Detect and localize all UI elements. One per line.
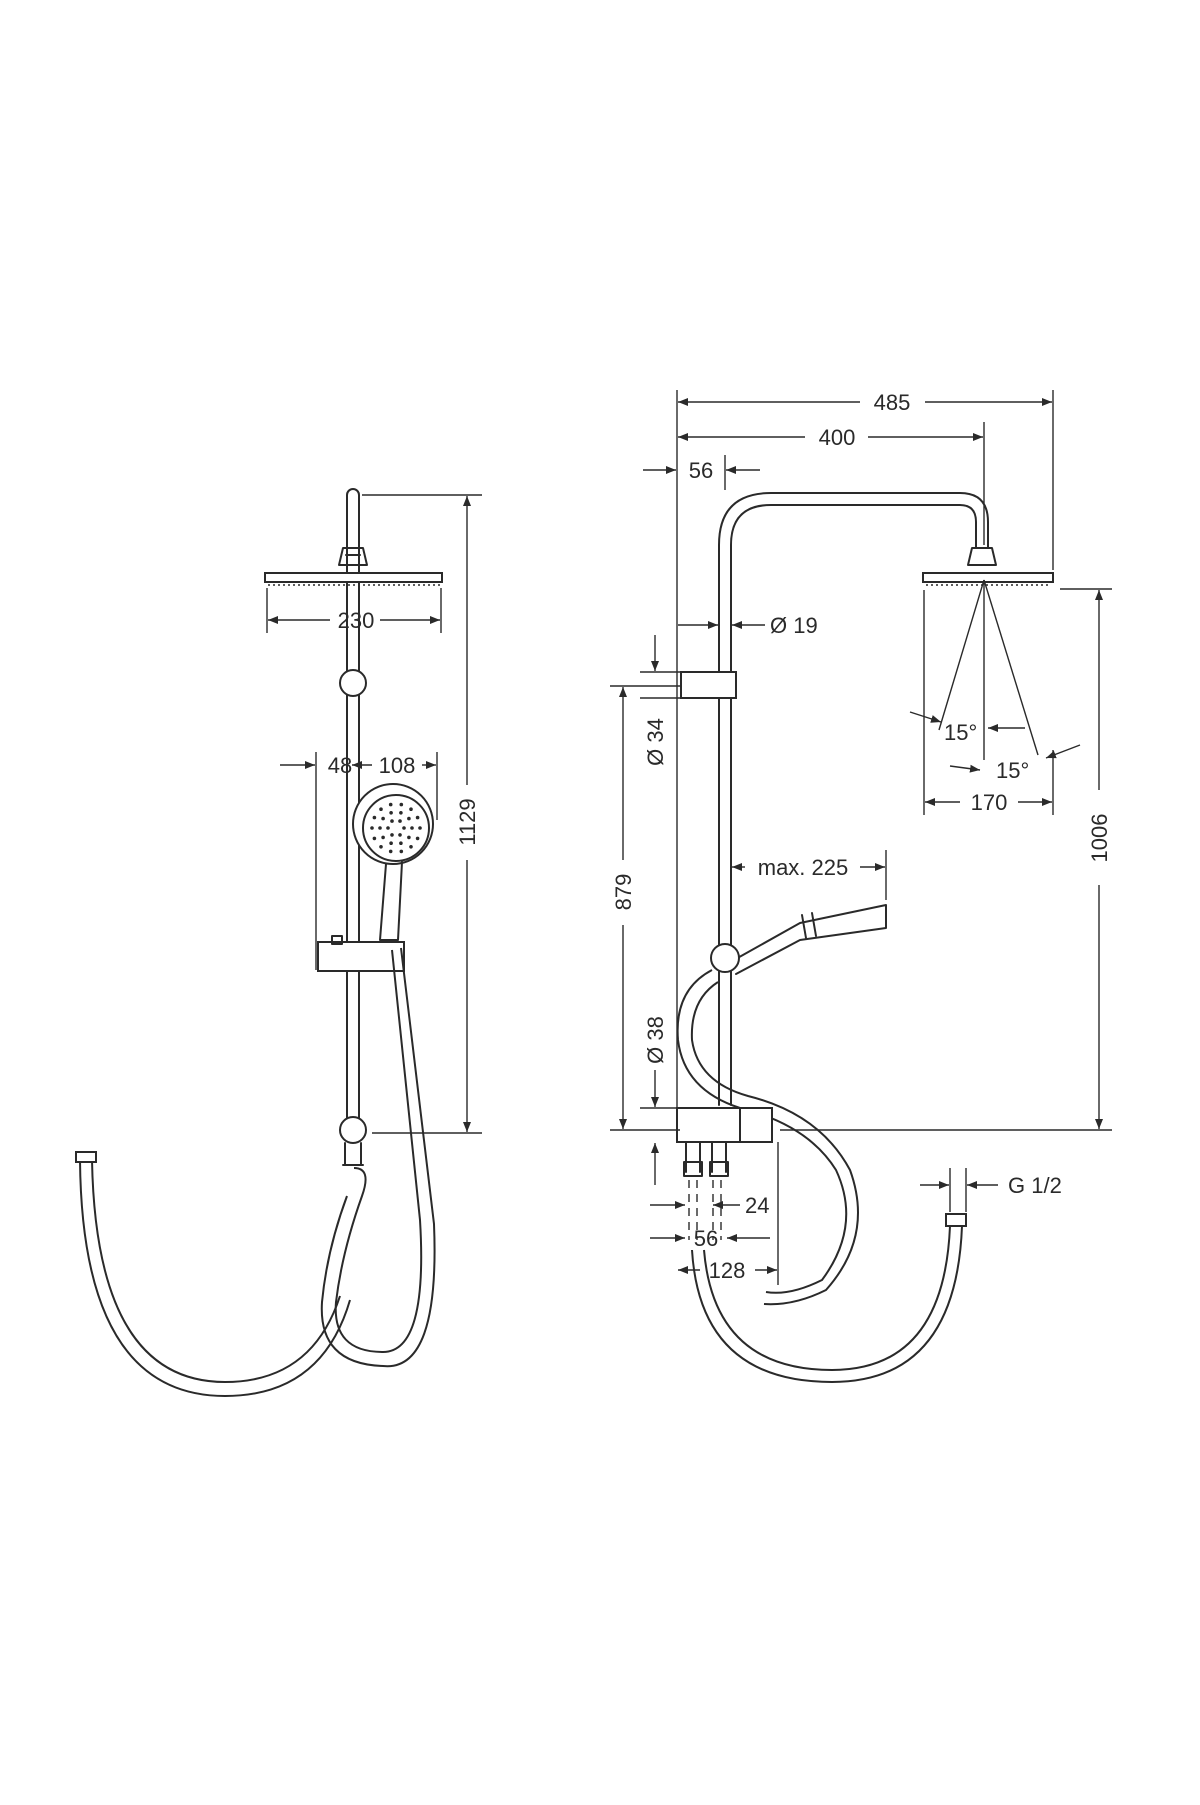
side-dim-230: 230 [338, 608, 375, 633]
front-dim-879: 879 [611, 874, 636, 911]
front-dim-56-top: 56 [689, 458, 713, 483]
nozzle-dot [418, 826, 422, 830]
front-dim-diameter-19: Ø 19 [770, 613, 818, 638]
nozzle-dot [379, 807, 383, 811]
side-view: 230 48 108 1129 [75, 488, 482, 1398]
nozzle-dot [415, 836, 420, 841]
nozzle-dot [409, 845, 413, 849]
nozzle-dot [407, 835, 411, 840]
nozzle-dot [398, 833, 402, 837]
nozzle-dot [370, 826, 374, 830]
nozzle-dot [399, 841, 403, 845]
nozzle-dot [388, 849, 393, 854]
nozzle-dot [409, 807, 413, 811]
nozzle-dot [372, 815, 377, 820]
front-supply-hose [691, 1225, 963, 1384]
front-view: 485 400 56 Ø 19 Ø 34 879 Ø 38 [610, 390, 1112, 1384]
nozzle-dot [390, 819, 394, 823]
front-dim-400: 400 [819, 425, 856, 450]
front-handshower [733, 904, 887, 975]
front-dim-24: 24 [745, 1193, 769, 1218]
nozzle-dot [381, 835, 385, 840]
side-handshower-hose [334, 949, 423, 1354]
nozzle-dot [389, 811, 393, 815]
front-dim-56-bottom: 56 [694, 1226, 718, 1251]
nozzle-dot [372, 836, 377, 841]
nozzle-dot [378, 826, 382, 830]
front-dim-485: 485 [874, 390, 911, 415]
front-dim-max-225: max. 225 [758, 855, 849, 880]
front-dim-thread: G 1/2 [1008, 1173, 1062, 1198]
side-dim-108: 108 [379, 753, 416, 778]
nozzle-dot [402, 826, 406, 830]
side-overhead-shower [264, 572, 443, 583]
side-upper-knob [339, 669, 367, 697]
side-dim-1129: 1129 [455, 798, 480, 845]
nozzle-dot [390, 833, 394, 837]
side-supply-hose [79, 1159, 351, 1398]
front-dim-1006: 1006 [1087, 814, 1112, 863]
nozzle-dot [389, 841, 393, 845]
front-angle-right: 15° [996, 758, 1029, 783]
nozzle-dot [386, 826, 390, 830]
front-connectors [685, 1141, 727, 1173]
nozzle-dot [407, 816, 411, 821]
front-overhead-shower [922, 572, 1054, 583]
side-handshower-nozzles [370, 802, 422, 854]
side-head-connector [338, 547, 368, 566]
nozzle-dot [399, 849, 404, 854]
nozzle-dot [379, 845, 383, 849]
nozzle-dot [410, 826, 414, 830]
nozzle-dot [398, 819, 402, 823]
front-handshower-hose [676, 969, 848, 1294]
front-dim-170: 170 [971, 790, 1008, 815]
nozzle-dot [399, 802, 404, 807]
side-lower-knob [339, 1116, 367, 1144]
nozzle-dot [388, 802, 393, 807]
nozzle-dot [399, 811, 403, 815]
front-upper-clamp [680, 671, 737, 699]
front-dim-diameter-34: Ø 34 [643, 718, 668, 766]
front-joint-knob [710, 943, 740, 973]
front-diverter [676, 1107, 773, 1143]
front-head-connector [967, 547, 997, 566]
front-riser-arm [718, 492, 989, 1106]
nozzle-dot [415, 815, 420, 820]
front-angle-left: 15° [944, 720, 977, 745]
front-dim-128: 128 [709, 1258, 746, 1283]
front-dim-diameter-38: Ø 38 [643, 1016, 668, 1064]
side-handshower-handle [379, 861, 403, 941]
side-dim-48: 48 [328, 753, 352, 778]
nozzle-dot [381, 816, 385, 821]
side-slider [317, 941, 405, 972]
